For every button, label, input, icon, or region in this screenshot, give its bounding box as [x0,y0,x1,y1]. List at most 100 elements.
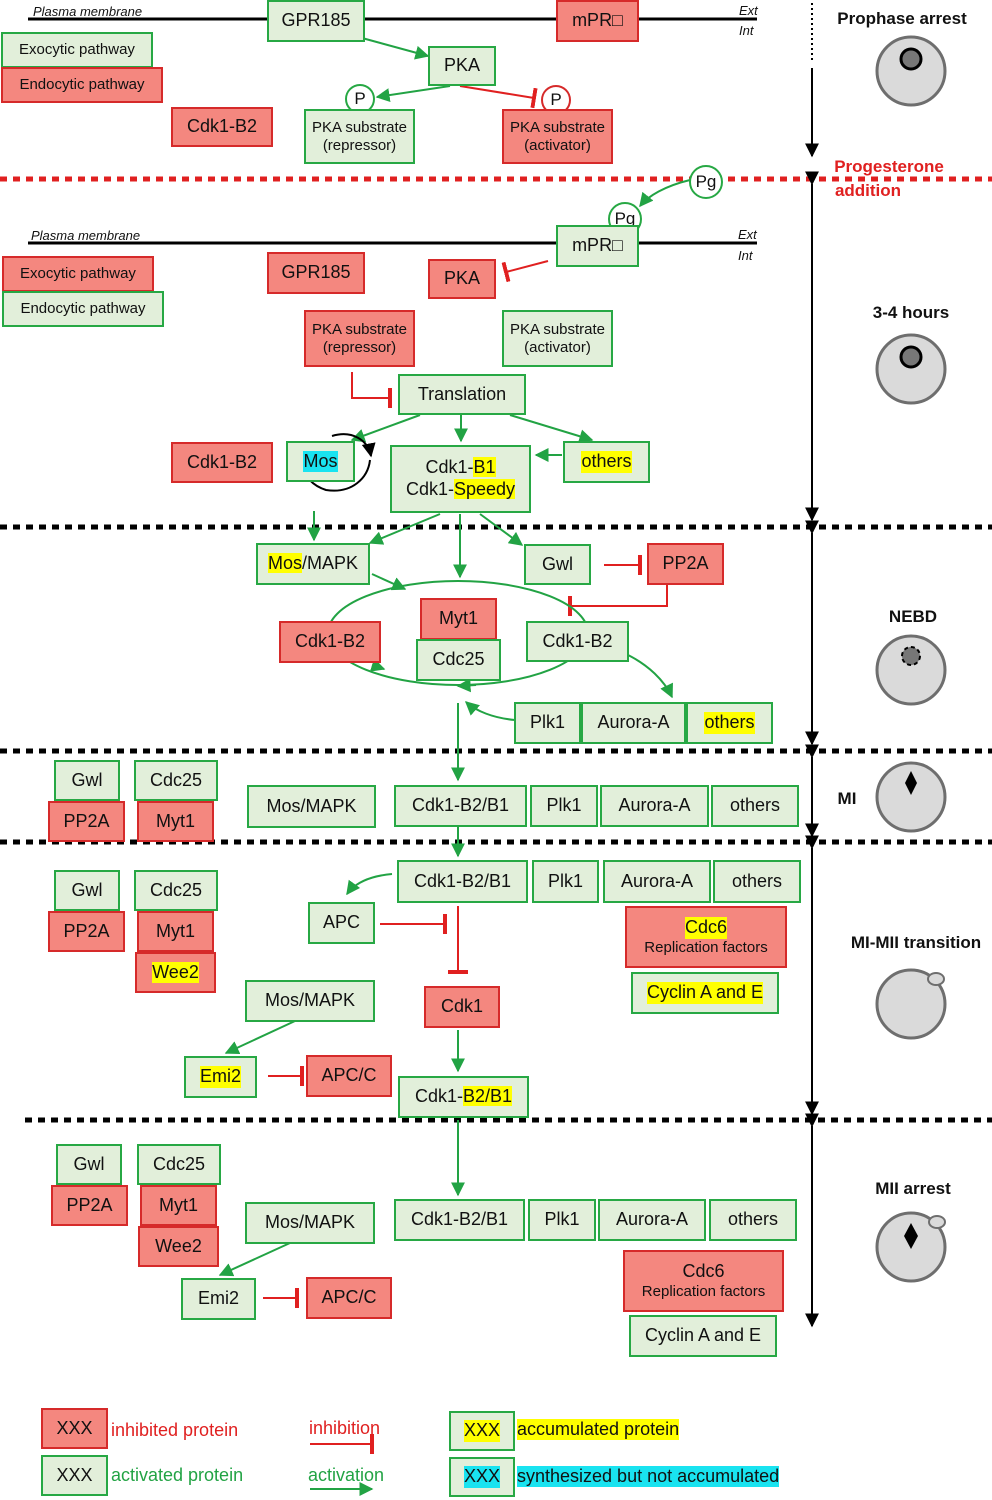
cdk1-b2-label: Cdk1-B2 [186,116,258,137]
pp2a-box: PP2A [48,911,125,952]
gwl-label: Gwl [73,1153,105,1174]
cdk1-speedy-line: Cdk1-Speedy [406,479,516,501]
ext-label-1: Ext [739,3,758,18]
pg-label: Pg [695,172,717,191]
legend-synthesized-text: synthesized but not accumulated [517,1466,780,1487]
stage-3-4-hours: 3-4 hours [872,303,950,322]
phospho-label: P [354,89,366,108]
myt1-label: Myt1 [438,608,478,629]
cdk1-b2-b1-text: Cdk1-B2/B1 [415,1086,513,1108]
exocytic-pathway-label: Exocytic pathway [19,41,135,58]
apc-label: APC [322,912,360,933]
legend-activation-text: activation [308,1465,385,1485]
cdk1-b2-box: Cdk1-B2 [171,442,273,483]
cdc25-box: Cdc25 [137,1144,221,1185]
pka-box: PKA [428,46,496,86]
cdk1-b2-inactive-box: Cdk1-B2 [279,621,381,663]
cdk1-b1-speedy-box: Cdk1-B1 Cdk1-Speedy [390,445,531,513]
cyclin-a-e-box: Cyclin A and E [631,972,779,1014]
mos-label: Mos [267,553,302,574]
cdc25-box: Cdc25 [134,870,218,911]
cyclin-a-e-label: Cyclin A and E [644,1325,762,1346]
exocytic-pathway-label: Exocytic pathway [20,265,136,282]
plk1-box: Plk1 [514,702,581,744]
cyclin-a-e-label: Cyclin A and E [646,982,764,1004]
stage-prophase: Prophase arrest [837,9,967,28]
gwl-label: Gwl [542,553,573,574]
cdk1-b2-b1-label: Cdk1-B2/B1 [410,1209,509,1230]
cdc25-label: Cdc25 [152,1153,206,1174]
myt1-box: Myt1 [137,801,214,842]
oocyte-nebd [875,634,947,706]
emi2-box: Emi2 [181,1278,256,1320]
myt1-label: Myt1 [158,1194,198,1215]
substrate-label: PKA substrate [509,118,606,136]
substrate-role: (repressor) [322,338,397,356]
stage-mi-mii: MI-MII transition [850,933,982,952]
mos-label: Mos [303,450,338,473]
cdk1-b2-active-box: Cdk1-B2 [526,621,629,662]
gpr185-label: GPR185 [281,10,351,31]
pp2a-label: PP2A [63,810,110,831]
translation-box: Translation [398,374,526,415]
myt1-box: Myt1 [140,1185,217,1226]
legend-inhibited-text: inhibited protein [111,1420,239,1440]
endocytic-pathway-box: Endocytic pathway [2,291,164,327]
cdc25-label: Cdc25 [432,649,485,670]
replication-factors-label: Replication factors [641,1282,766,1300]
oocyte-mi [875,761,947,833]
legend-accumulated-box: XXX [449,1411,515,1451]
emi2-box: Emi2 [184,1056,257,1098]
others-box: others [713,860,801,903]
cdk1-b2-label: Cdk1-B2 [186,451,258,472]
plk1-box: Plk1 [530,785,598,827]
others-label: others [704,712,755,734]
others-box: others [709,1199,797,1241]
aurora-a-box: Aurora-A [581,702,686,744]
stage-nebd: NEBD [888,607,938,626]
cdk1-b2-b1-box: Cdk1-B2/B1 [397,860,528,903]
pp2a-box: PP2A [48,801,125,842]
others-label: others [731,870,783,891]
myt1-label: Myt1 [155,920,195,941]
aurora-a-label: Aurora-A [618,795,691,816]
legend-xxx: XXX [463,1466,501,1488]
endocytic-pathway-label: Endocytic pathway [20,300,146,317]
endocytic-pathway-label: Endocytic pathway [19,76,145,93]
gpr185-label: GPR185 [281,262,351,283]
stage-progesterone-line1: Progesterone [834,157,944,176]
mapk-label: /MAPK [302,553,359,574]
mpr-label: mPR□ [572,10,623,31]
cdk1-label: Cdk1 [440,996,484,1017]
mpr-label: mPR□ [572,235,623,256]
stage-progesterone-line2: addition [834,181,902,200]
substrate-role: (activator) [524,338,591,356]
gwl-box: Gwl [524,544,591,585]
gpr185-box-inhibited: GPR185 [267,252,365,294]
myt1-box: Myt1 [137,911,214,952]
emi2-label: Emi2 [197,1288,239,1309]
cdk1-b2-b1-accumulated-box: Cdk1-B2/B1 [398,1076,529,1118]
mos-mapk-box: Mos/MAPK [245,1202,375,1244]
pka-substrate-repressor-box: PKA substrate(repressor) [304,109,415,164]
mos-mapk-text: Mos/MAPK [267,553,359,575]
cdc25-box: Cdc25 [416,639,501,681]
ext-label-2: Ext [738,227,757,242]
pp2a-label: PP2A [662,553,709,574]
pka-label: PKA [443,55,481,76]
gpr185-box: GPR185 [267,0,365,42]
cdk1-prefix: Cdk1- [425,457,474,478]
plk1-box: Plk1 [528,1199,596,1241]
mos-mapk-label: Mos/MAPK [266,795,357,816]
stage-mii: MII arrest [875,1179,951,1198]
legend-xxx: XXX [463,1420,501,1442]
exocytic-pathway-box: Exocytic pathway [1,32,153,68]
cdc6-label: Cdc6 [684,917,728,939]
emi2-label: Emi2 [199,1066,241,1088]
cdk1-box: Cdk1 [424,986,500,1028]
cdk1-b2-label: Cdk1-B2 [294,631,366,652]
myt1-label: Myt1 [155,810,195,831]
mpr-box: mPR□ [556,0,639,42]
plk1-label: Plk1 [544,1209,580,1230]
